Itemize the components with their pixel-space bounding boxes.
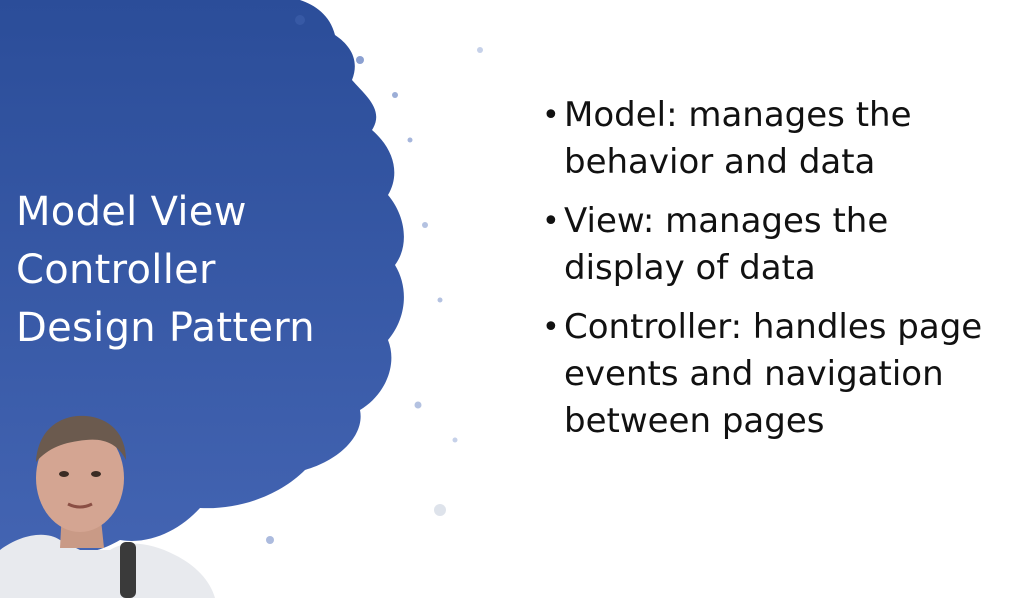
- slide-title-line: Controller: [16, 247, 216, 293]
- bullet-text: Controller: handles page events and navi…: [564, 307, 983, 441]
- bullet-item-view: • View: manages the display of data: [540, 198, 1010, 292]
- slide-title-line: Design Pattern: [16, 305, 315, 351]
- bullet-text: Model: manages the behavior and data: [564, 95, 912, 182]
- slide-title: Model View Controller Design Pattern: [16, 183, 346, 357]
- bullet-item-model: • Model: manages the behavior and data: [540, 92, 1010, 186]
- bullet-dot-icon: •: [542, 204, 560, 239]
- presenter-webcam-icon: [0, 415, 215, 598]
- bullet-item-controller: • Controller: handles page events and na…: [540, 304, 1010, 445]
- bullet-list: • Model: manages the behavior and data •…: [540, 92, 1010, 457]
- bullet-dot-icon: •: [542, 98, 560, 133]
- bullet-text: View: manages the display of data: [564, 201, 889, 288]
- bullet-dot-icon: •: [542, 310, 560, 345]
- slide-title-line: Model View: [16, 189, 247, 235]
